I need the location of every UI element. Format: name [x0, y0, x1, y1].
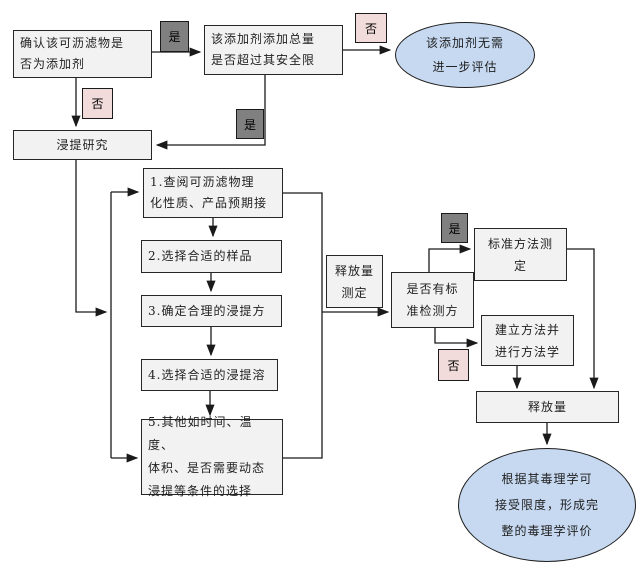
node-release-determination: 释放量 测定 — [326, 255, 383, 308]
node-standard-method-test: 标准方法测 定 — [474, 228, 567, 281]
label-no-confirm-to-study: 否 — [82, 88, 113, 119]
connector-standardq-to-stdmethod — [428, 244, 472, 273]
node-standard-method-question: 是否有标 准检测方 — [391, 272, 474, 328]
node-step3-determine-extraction: 3.确定合理的浸提方 — [141, 295, 282, 327]
terminal-no-further-evaluation: 该添加剂无需 进一步评估 — [395, 22, 535, 88]
connector-standardq-to-establish — [434, 328, 479, 348]
connector-steps-right-bus — [283, 192, 323, 459]
node-extraction-study: 浸提研究 — [13, 130, 152, 160]
label-yes-total-to-study: 是 — [236, 109, 264, 139]
node-step4-select-solvent: 4.选择合适的浸提溶 — [141, 359, 278, 391]
node-establish-method: 建立方法并 进行方法学 — [481, 315, 574, 366]
connector-total-to-study — [155, 75, 266, 150]
node-step1-review-properties: 1.查阅可沥滤物理 化性质、产品预期接 — [143, 168, 283, 218]
node-step5-other-conditions: 5.其他如时间、温度、 体积、是否需要动态 浸提等条件的选择 — [141, 415, 283, 498]
label-yes-confirm-to-total: 是 — [160, 21, 189, 52]
label-no-standard-method: 否 — [438, 349, 469, 381]
node-additive-total-limit: 该添加剂添加总量 是否超过其安全限 — [204, 25, 343, 75]
node-release-amount: 释放量 — [476, 391, 619, 423]
label-yes-standard-method: 是 — [441, 213, 468, 243]
terminal-toxicological-evaluation: 根据其毒理学可 接受限度，形成完 整的毒理学评价 — [458, 448, 636, 562]
node-confirm-leachable-additive: 确认该可沥滤物是 否为添加剂 — [13, 30, 152, 78]
label-no-total-to-noeval: 否 — [355, 13, 387, 43]
connector-stdmethod-to-release — [567, 248, 599, 390]
connector-study-to-bus — [75, 160, 108, 317]
node-step2-select-samples: 2.选择合适的样品 — [141, 240, 282, 273]
